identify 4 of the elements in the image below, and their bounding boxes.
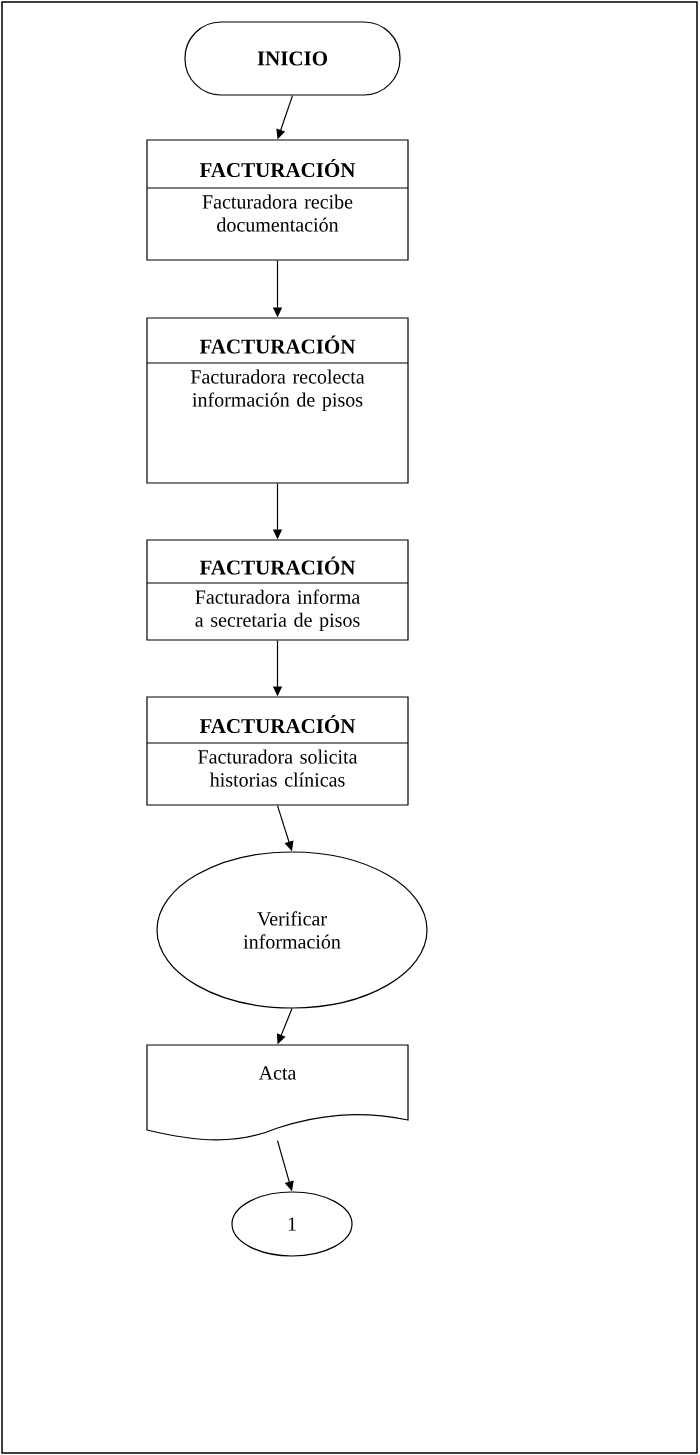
process-box: FACTURACIÓN Facturadora informa a secretaria de pisos xyxy=(146,539,409,641)
process-box: FACTURACIÓN Facturadora recolecta información de pisos xyxy=(146,317,409,484)
process-box: FACTURACIÓN Facturadora recibe documentación xyxy=(146,139,409,261)
process-box: FACTURACIÓN Facturadora solicita historias clínicas xyxy=(146,696,409,806)
